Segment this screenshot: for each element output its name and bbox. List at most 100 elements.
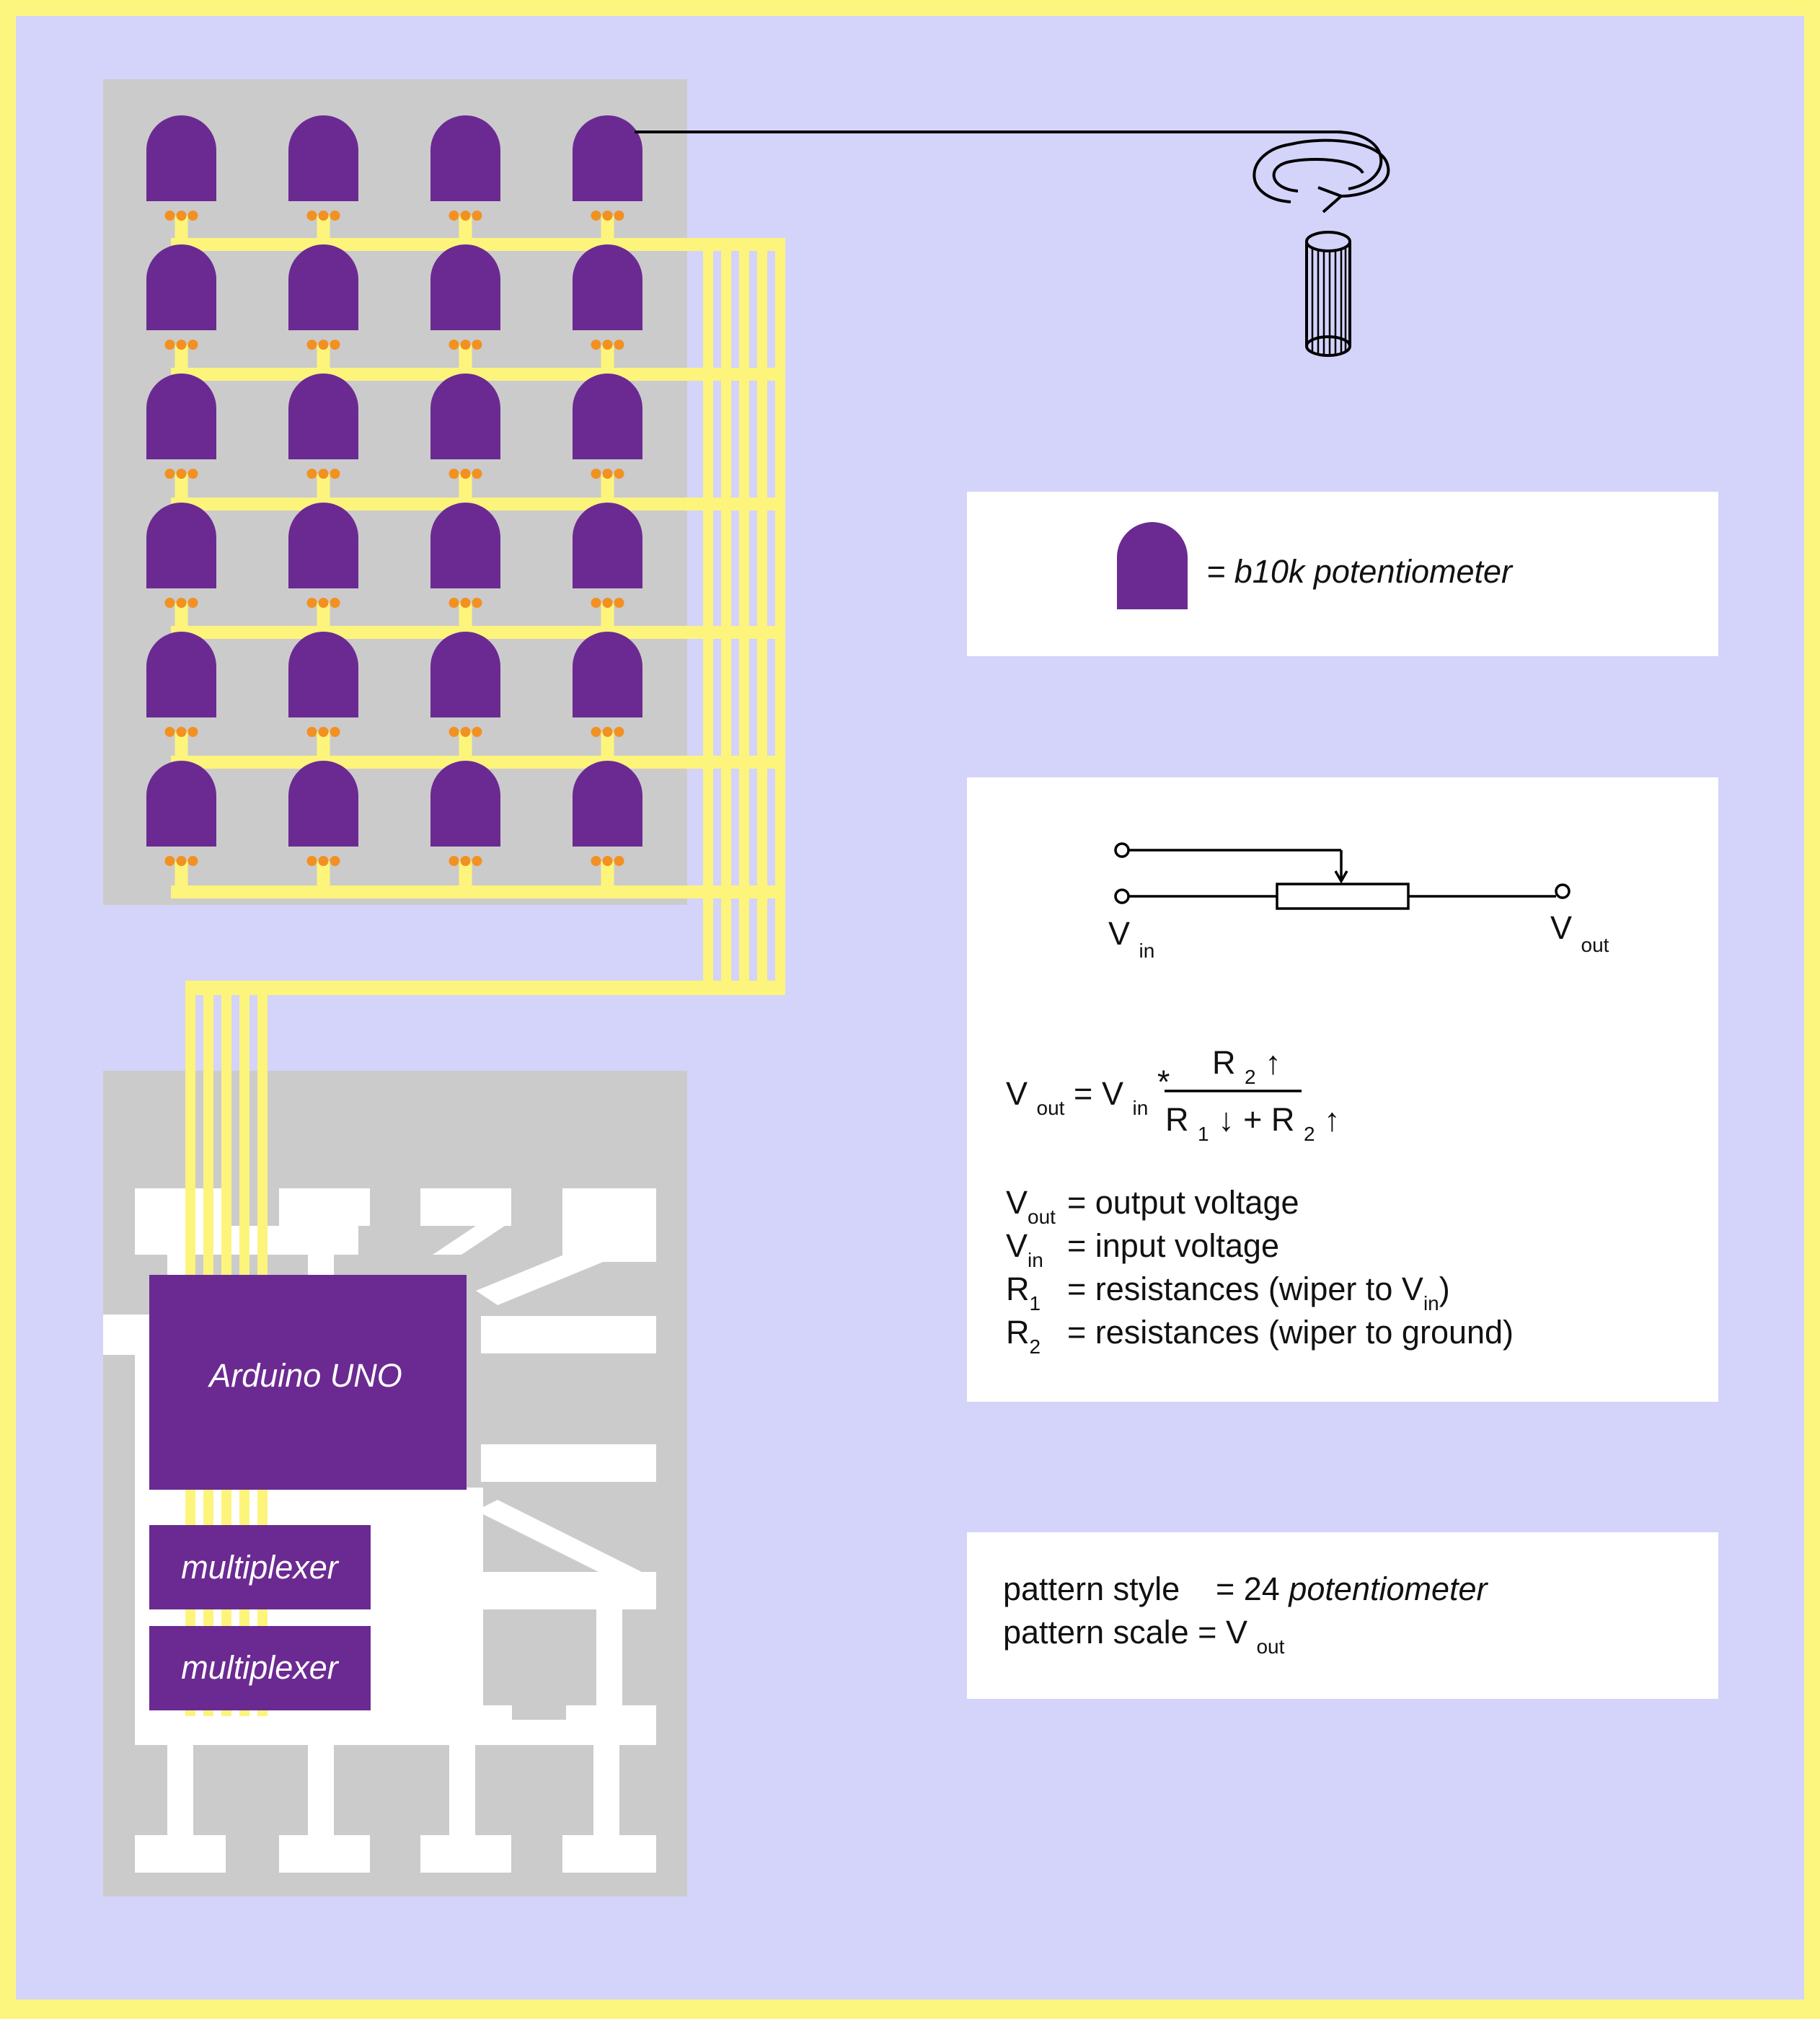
pot-pin [614, 340, 624, 350]
arduino-uno: Arduino UNO [149, 1275, 467, 1490]
definition-text: = output voltage [1067, 1184, 1299, 1221]
potentiometer-icon [430, 632, 500, 717]
schem-vin: V [1108, 915, 1130, 952]
potentiometer-icon [430, 503, 500, 588]
legend-text: = b10k potentiometer [1206, 553, 1514, 590]
pot-wire-stub [175, 345, 188, 374]
pot-pin [602, 598, 613, 608]
potentiometer-icon [288, 761, 358, 847]
pot-pin [330, 856, 340, 866]
pot-pin [306, 340, 317, 350]
pot-wire-stub [601, 474, 614, 503]
potentiometer-icon [430, 115, 500, 201]
svg-text:pattern style = 24: pattern style = 24 potentiometer [1003, 1570, 1489, 1607]
formula-star: * [1157, 1064, 1170, 1100]
pot-wire-stub [601, 216, 614, 244]
definition-symbol: V [1006, 1184, 1028, 1221]
formula-den-plus: + [1243, 1101, 1262, 1138]
svg-text:R 2 ↑: R 2 ↑ [1212, 1044, 1281, 1091]
pot-pin [460, 469, 471, 479]
pot-pin [460, 598, 471, 608]
pot-wire-stub [601, 603, 614, 632]
pot-pin [164, 598, 175, 608]
svg-text:V out =: V out = [1006, 1075, 1092, 1122]
pot-wire-stub [317, 474, 330, 503]
pot-pin [306, 727, 317, 737]
pot-pin [591, 598, 601, 608]
pot-pin [318, 598, 329, 608]
pot-wire-stub [459, 216, 472, 244]
potentiometer-icon [146, 761, 216, 847]
potentiometer-icon [430, 761, 500, 847]
pot-pin [602, 469, 613, 479]
pot-pin [602, 340, 613, 350]
formula-num-arrow: ↑ [1265, 1044, 1281, 1081]
formula-vin-sub: in [1133, 1097, 1149, 1119]
pot-pin [176, 856, 187, 866]
potentiometer-icon [146, 503, 216, 588]
potentiometer-icon [573, 244, 642, 330]
potentiometer-icon [146, 115, 216, 201]
svg-text:V in: V in [1108, 915, 1154, 962]
mux-2: multiplexer [149, 1626, 371, 1710]
definition-row: R1= resistances (wiper to Vin) [1006, 1271, 1450, 1315]
mux-1: multiplexer [149, 1525, 371, 1609]
formula-den-r1-arrow: ↓ [1218, 1101, 1234, 1138]
pot-pin [614, 211, 624, 221]
pot-pin [449, 469, 459, 479]
pot-pin [614, 856, 624, 866]
definition-symbol: R [1006, 1271, 1030, 1307]
definition-subscript: in [1028, 1249, 1043, 1271]
svg-text:V out: V out [1550, 909, 1609, 956]
pattern-scale-label: pattern scale [1003, 1614, 1189, 1651]
pot-pin [187, 469, 198, 479]
pot-pin [449, 340, 459, 350]
definition-tail: ) [1439, 1271, 1450, 1307]
pattern-scale-sub: out [1256, 1635, 1284, 1658]
rotating-knob-icon [635, 131, 1390, 357]
pot-pin [460, 211, 471, 221]
pot-wire-stub [317, 216, 330, 244]
pot-pin [164, 211, 175, 221]
pot-pin [614, 727, 624, 737]
pot-pin [330, 727, 340, 737]
potentiometer-icon [573, 761, 642, 847]
formula-panel: V in V out V out = V in * R 2 ↑ R 1 ↓ + [967, 777, 1718, 1402]
pot-pin [306, 469, 317, 479]
pot-wire-stub [459, 861, 472, 890]
definition-text: = resistances (wiper to V [1067, 1271, 1423, 1307]
definition-row: Vin= input voltage [1006, 1227, 1279, 1271]
pot-pin [449, 598, 459, 608]
potentiometer-icon [1117, 522, 1188, 609]
pot-pin [330, 598, 340, 608]
definition-symbol: R [1006, 1314, 1030, 1351]
potentiometer-icon [146, 374, 216, 459]
formula-eq: = [1074, 1075, 1092, 1112]
potentiometer-icon [573, 632, 642, 717]
definition-subscript: out [1028, 1206, 1056, 1228]
legend-panel: = b10k potentiometer [967, 492, 1718, 656]
pattern-style-eq: = 24 [1216, 1570, 1280, 1607]
svg-text:pattern scale = V: pattern scale = V out [1003, 1614, 1285, 1658]
formula-den-r2: R [1271, 1101, 1295, 1138]
potentiometer-icon [573, 115, 642, 201]
pot-pin [602, 727, 613, 737]
schem-vin-sub: in [1139, 940, 1155, 962]
pot-wire-stub [175, 474, 188, 503]
pot-pin [318, 856, 329, 866]
pot-pin [591, 727, 601, 737]
pot-pin [330, 211, 340, 221]
pot-pin [306, 856, 317, 866]
pot-pin [176, 469, 187, 479]
pot-pin [449, 856, 459, 866]
definition-subscript: 2 [1030, 1335, 1041, 1358]
formula-den-r1-sub: 1 [1198, 1123, 1209, 1145]
pot-pin [176, 340, 187, 350]
pattern-style-label: pattern style [1003, 1570, 1180, 1607]
potentiometer-icon [146, 244, 216, 330]
formula-vin: V [1102, 1075, 1123, 1112]
definition-tail-subscript: in [1423, 1292, 1439, 1315]
pot-wire-stub [175, 603, 188, 632]
